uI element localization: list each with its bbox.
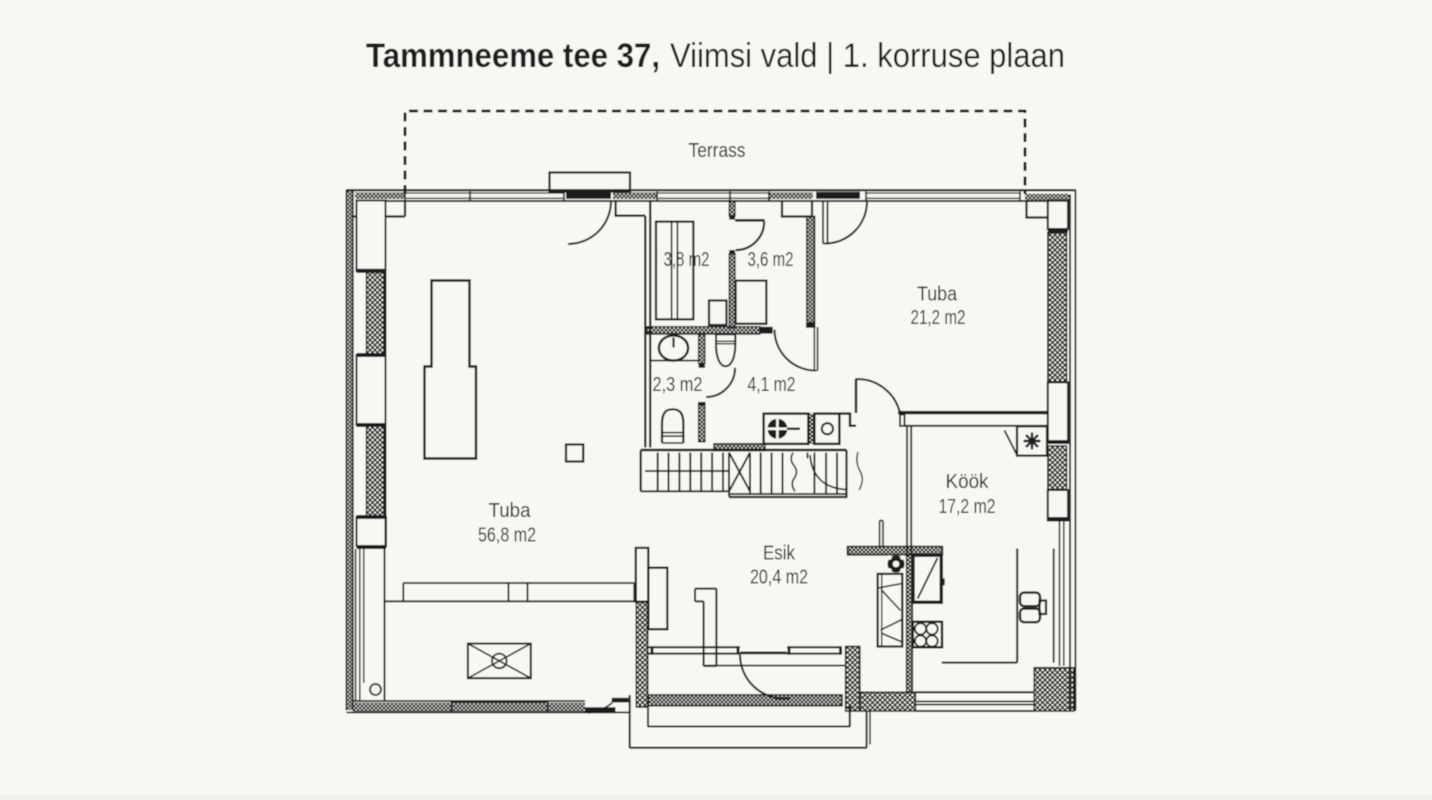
- svg-text:Tuba: Tuba: [917, 284, 958, 306]
- svg-text:Tammneeme tee 37,: Tammneeme tee 37,: [366, 37, 660, 75]
- svg-text:3,6 m2: 3,6 m2: [748, 249, 794, 271]
- svg-text:Tuba: Tuba: [489, 500, 532, 522]
- svg-text:3,8 m2: 3,8 m2: [664, 249, 710, 271]
- svg-text:Köök: Köök: [946, 471, 990, 493]
- svg-text:17,2 m2: 17,2 m2: [939, 496, 996, 518]
- svg-text:Esik: Esik: [763, 543, 796, 565]
- svg-text:21,2 m2: 21,2 m2: [911, 307, 966, 329]
- svg-text:Viimsi vald | 1. korruse plaan: Viimsi vald | 1. korruse plaan: [670, 37, 1065, 75]
- svg-text:Terrass: Terrass: [689, 140, 746, 162]
- svg-text:4,1 m2: 4,1 m2: [748, 374, 796, 396]
- svg-text:20,4 m2: 20,4 m2: [750, 567, 808, 589]
- svg-text:2,3 m2: 2,3 m2: [653, 374, 703, 396]
- svg-text:56,8 m2: 56,8 m2: [478, 525, 536, 547]
